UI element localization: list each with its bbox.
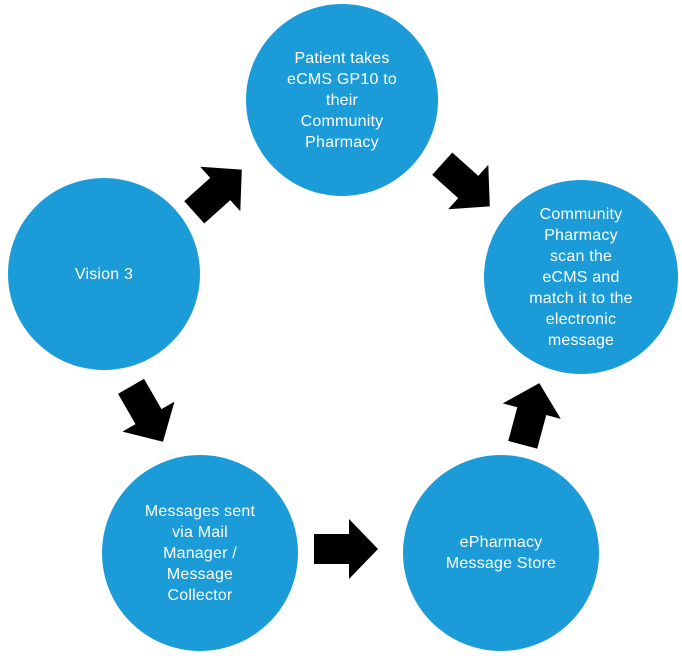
node-vision-3: Vision 3 — [8, 178, 200, 370]
arrow-vision-to-patient-icon — [174, 147, 262, 234]
node-vision-3-label: Vision 3 — [74, 265, 134, 283]
arrow-patient-to-scan-icon — [422, 141, 510, 228]
node-messages-sent-mail-manager-label: Messages sent via Mail Manager / Message… — [144, 502, 256, 604]
node-patient-takes-ecms: Patient takes eCMS GP10 to their Communi… — [246, 4, 438, 196]
arrow-store-to-scan-icon — [494, 375, 569, 452]
arrow-vision-to-messages-icon — [105, 371, 189, 456]
node-patient-takes-ecms-label: Patient takes eCMS GP10 to their Communi… — [286, 49, 397, 151]
node-epharmacy-message-store-label: ePharmacy Message Store — [445, 534, 557, 572]
node-messages-sent-mail-manager: Messages sent via Mail Manager / Message… — [102, 455, 298, 651]
arrow-messages-to-store-icon — [314, 519, 378, 579]
node-epharmacy-message-store: ePharmacy Message Store — [403, 455, 599, 651]
node-community-pharmacy-scan-label: Community Pharmacy scan the eCMS and mat… — [529, 205, 633, 349]
node-community-pharmacy-scan: Community Pharmacy scan the eCMS and mat… — [484, 180, 678, 374]
